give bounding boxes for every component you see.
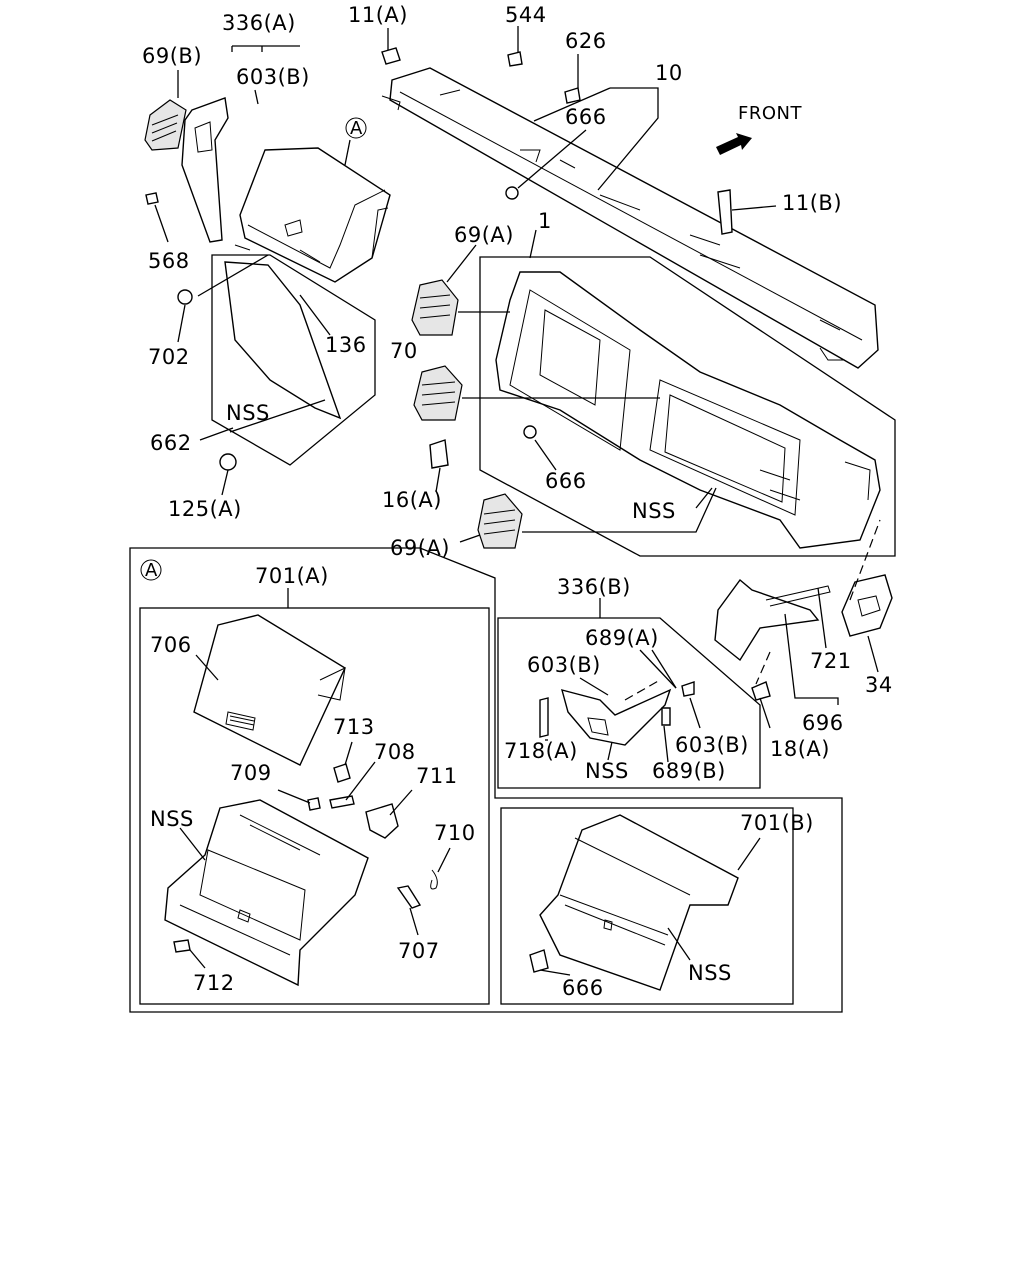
- front-label: FRONT: [738, 103, 802, 124]
- label-336a: 336(A): [222, 11, 296, 35]
- label-603b-right: 603(B): [675, 733, 749, 757]
- label-18a: 18(A): [770, 737, 830, 761]
- clip-666-mid: [523, 425, 537, 439]
- glove-box-frame-detail-a: [164, 799, 369, 987]
- label-336b: 336(B): [557, 575, 631, 599]
- label-nss-detail-a: NSS: [150, 807, 194, 831]
- label-721: 721: [810, 649, 852, 673]
- label-718a: 718(A): [504, 739, 578, 763]
- label-666-detail-b: 666: [562, 976, 604, 1000]
- label-69a-bottom: 69(A): [390, 536, 450, 560]
- label-34: 34: [865, 673, 893, 697]
- vent-70: [413, 365, 463, 421]
- label-706: 706: [150, 633, 192, 657]
- screw-626: [564, 87, 581, 104]
- detail-a-labels: A 701(A) 706 713 708 709 711 NSS 710 707…: [140, 559, 814, 1000]
- clip-16a: [429, 439, 449, 469]
- clip-125a: [219, 453, 237, 471]
- label-666-top: 666: [565, 105, 607, 129]
- label-nss-left: NSS: [226, 401, 270, 425]
- glove-box-lid-706: [193, 614, 346, 766]
- label-1: 1: [538, 209, 552, 233]
- label-136: 136: [325, 333, 367, 357]
- bracket-696: [714, 578, 831, 662]
- detail-a-marker-circle: [140, 559, 162, 581]
- vent-69a-top: [411, 279, 459, 336]
- label-710: 710: [434, 821, 476, 845]
- label-701a: 701(A): [255, 564, 329, 588]
- label-16a: 16(A): [382, 488, 442, 512]
- label-711: 711: [416, 764, 458, 788]
- front-indicator: FRONT: [716, 103, 802, 155]
- front-arrow-icon: [716, 133, 752, 155]
- side-trim-34: [841, 574, 893, 637]
- bolt-18a: [751, 681, 771, 701]
- detail-a-frame: [129, 547, 843, 1013]
- label-nss-336b: NSS: [585, 759, 629, 783]
- label-712: 712: [193, 971, 235, 995]
- label-713: 713: [333, 715, 375, 739]
- label-nss-mid: NSS: [632, 499, 676, 523]
- label-11a: 11(A): [348, 3, 408, 27]
- glove-box-housing: [234, 147, 391, 283]
- label-603b-mid: 603(B): [527, 653, 601, 677]
- label-708: 708: [374, 740, 416, 764]
- label-nss-detail-b: NSS: [688, 961, 732, 985]
- main-panel-bracket: [479, 256, 896, 557]
- label-544: 544: [505, 3, 547, 27]
- label-69a-top: 69(A): [454, 223, 514, 247]
- clip-713: [333, 763, 351, 783]
- callout-labels: 336(A) 69(B) 603(B) A 568 702 136 NSS 66…: [142, 3, 893, 783]
- marker-a-circle: [345, 117, 367, 139]
- glove-box-701b: [529, 814, 761, 991]
- label-125a: 125(A): [168, 497, 242, 521]
- label-709: 709: [230, 761, 272, 785]
- upper-cowl-panel: [381, 67, 879, 369]
- lower-cover-bracket: [211, 254, 376, 466]
- screw-11a: [381, 47, 401, 65]
- label-666-mid: 666: [545, 469, 587, 493]
- detail-a-leaders: [179, 588, 451, 969]
- screw-708: [329, 795, 355, 809]
- label-568: 568: [148, 249, 190, 273]
- instrument-panel-main: [495, 271, 881, 549]
- label-10: 10: [655, 61, 683, 85]
- clip-666-top: [505, 186, 519, 200]
- label-11b: 11(B): [782, 191, 842, 215]
- label-603b-top: 603(B): [236, 65, 310, 89]
- screw-568: [145, 192, 159, 205]
- screw-544: [507, 51, 523, 67]
- latch-711: [365, 803, 399, 839]
- screw-709: [307, 797, 321, 811]
- detail-a-marker: A: [145, 560, 158, 581]
- label-69b: 69(B): [142, 44, 202, 68]
- label-626: 626: [565, 29, 607, 53]
- bolt-702: [177, 289, 193, 305]
- bolt-11b: [717, 189, 733, 235]
- leader-lines: [154, 26, 881, 729]
- pin-707: [396, 885, 422, 909]
- label-a-marker: A: [350, 118, 363, 139]
- label-707: 707: [398, 939, 440, 963]
- left-side-trim: [181, 97, 229, 243]
- clip-712: [173, 939, 191, 953]
- label-689b: 689(B): [652, 759, 726, 783]
- label-701b: 701(B): [740, 811, 814, 835]
- label-696: 696: [802, 711, 844, 735]
- label-70: 70: [390, 339, 418, 363]
- vent-69a-bottom: [477, 493, 523, 549]
- label-702: 702: [148, 345, 190, 369]
- lower-cover: [224, 261, 342, 420]
- spring-710: [430, 869, 438, 890]
- label-689a: 689(A): [585, 626, 659, 650]
- label-662: 662: [150, 431, 192, 455]
- detail-336b-box: [497, 598, 761, 789]
- vent-69b: [144, 99, 187, 151]
